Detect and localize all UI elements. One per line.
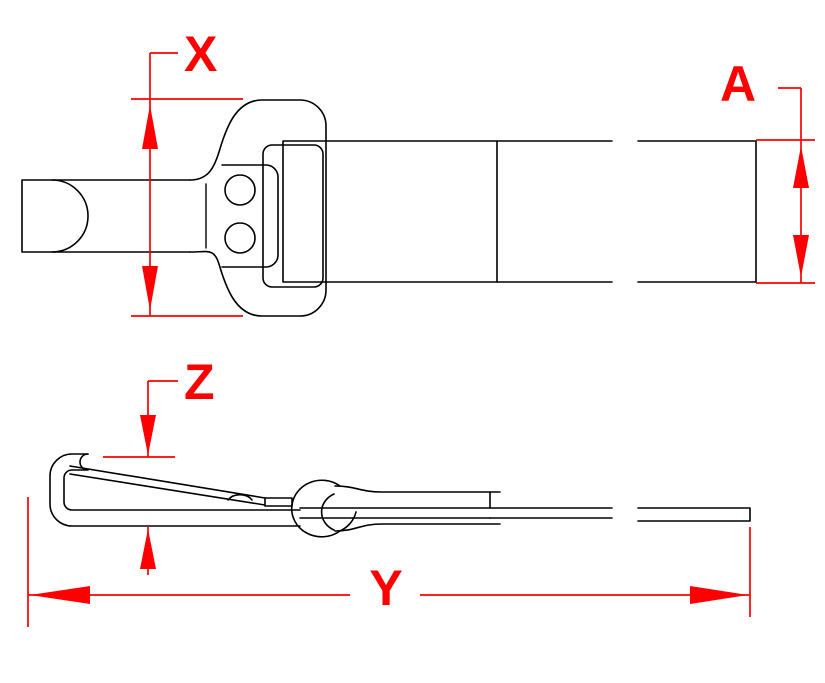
top-view-rivet-hole-lower — [224, 222, 256, 254]
side-view-strap-tail-end — [637, 507, 751, 522]
top-view-buckle-outer-frame — [189, 99, 327, 317]
dimension-y: Y — [27, 497, 751, 627]
side-view-strap-body — [299, 491, 491, 519]
side-view-spring-arm-tip — [264, 497, 293, 507]
dimension-a-arrow-up — [793, 146, 809, 188]
side-view-strap-run — [489, 507, 613, 519]
side-view-hook-outer — [49, 453, 301, 527]
side-view-spring-arm — [69, 465, 266, 506]
dimension-x-arrow-down — [142, 266, 158, 310]
dimension-a-arrow-down — [793, 235, 809, 277]
dimension-z-label: Z — [184, 354, 215, 410]
dimension-x: X — [131, 26, 243, 317]
dimension-x-label: X — [184, 26, 217, 82]
side-view-strap-lower-edge — [334, 523, 501, 532]
side-view-strap-upper-edge — [334, 485, 501, 493]
top-view-rivet-hole-upper — [224, 174, 256, 206]
top-view-tongue-tail — [21, 179, 89, 253]
side-view-hook-inner — [63, 453, 301, 511]
dimension-a: A — [720, 56, 815, 284]
side-view-bump-detail — [227, 493, 253, 501]
dimension-z: Z — [103, 354, 215, 575]
top-view-buckle-plate — [221, 164, 279, 268]
side-view-geometry — [49, 453, 751, 538]
top-view-strap-segment-one — [282, 140, 498, 283]
top-view-strap-segment-two — [496, 140, 613, 283]
top-view-geometry — [21, 99, 757, 317]
top-view-strap-tail-segment — [637, 140, 757, 283]
dimension-z-arrow-down — [140, 415, 156, 455]
side-view-buckle-ring-inner — [320, 493, 335, 531]
dimension-y-label: Y — [369, 560, 402, 616]
dimension-y-arrow-right — [690, 586, 748, 604]
dimension-z-arrow-up — [140, 529, 156, 569]
dimension-x-arrow-up — [142, 105, 158, 149]
top-view-buckle-keeper — [262, 144, 324, 288]
dimension-a-label: A — [720, 56, 756, 112]
dimension-y-arrow-left — [30, 586, 90, 604]
